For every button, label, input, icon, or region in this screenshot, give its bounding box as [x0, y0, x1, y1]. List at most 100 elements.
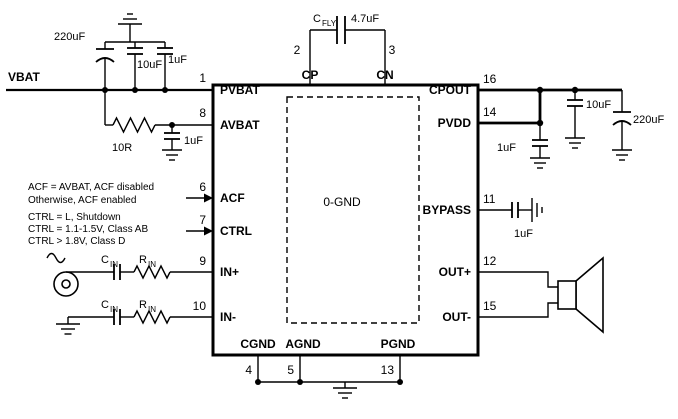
pin-outpos-label: OUT+ — [439, 265, 471, 279]
junction-dot — [536, 86, 544, 94]
vbat-label: VBAT — [8, 70, 40, 84]
ic-inner-label: 0-GND — [323, 195, 361, 209]
pin-labels: PVBAT AVBAT ACF CTRL IN+ IN- CP CN CPOUT… — [220, 68, 472, 351]
cap-value-label: 10uF — [586, 99, 611, 111]
in-neg-ground-icon — [56, 317, 80, 335]
junction-dot — [169, 122, 175, 128]
pin-pgnd-label: PGND — [381, 337, 416, 351]
pin-4-number: 4 — [245, 363, 252, 377]
source-inner-ring — [61, 279, 71, 289]
acf-note: ACF = AVBAT, ACF disabled Otherwise, ACF… — [28, 182, 154, 206]
junction-dot — [297, 379, 303, 385]
capacitor-1uF-vbat: 1uF — [157, 42, 187, 90]
audio-source-icon — [46, 252, 79, 297]
pin-6-number: 6 — [199, 180, 206, 194]
capacitor-220uF-cpout: 220uF — [612, 90, 664, 161]
ctrl-note-line2: CTRL = 1.1-1.5V, Class AB — [28, 224, 148, 235]
acf-note-line2: Otherwise, ACF enabled — [28, 195, 136, 206]
cin-ref-sub: IN — [110, 260, 118, 269]
pin-12-number: 12 — [483, 254, 497, 268]
pin-inneg-label: IN- — [220, 310, 236, 324]
cfly-ref-sub: FLY — [322, 19, 337, 28]
pin-bypass-label: BYPASS — [423, 203, 471, 217]
flying-cap-network: C FLY 4.7uF — [309, 13, 386, 85]
pin-inpos-label: IN+ — [220, 265, 239, 279]
resistor-rin-inpos — [133, 264, 171, 280]
pin-cpout-label: CPOUT — [429, 83, 472, 97]
ctrl-note-line3: CTRL > 1.8V, Class D — [28, 236, 125, 247]
pin-8-number: 8 — [199, 106, 206, 120]
pin-1-number: 1 — [199, 71, 206, 85]
cap-value-label: 1uF — [168, 54, 187, 66]
capacitor-10uF-cpout: 10uF — [565, 90, 611, 149]
pin-11-number: 11 — [483, 192, 496, 206]
junction-dot — [255, 379, 261, 385]
pin-avbat-label: AVBAT — [220, 118, 260, 132]
ic-body — [211, 83, 480, 357]
bottom-ground-net — [257, 355, 401, 399]
junction-dot — [162, 87, 168, 93]
rin-ref-sub: IN — [148, 305, 156, 314]
junction-dot — [102, 87, 108, 93]
cin-ref-label: C — [101, 299, 109, 311]
pin-3-number: 3 — [389, 43, 396, 57]
capacitor-1uF-bypass: 1uF — [478, 198, 543, 240]
acf-arrow-icon — [186, 193, 213, 203]
resistor-10R — [112, 116, 156, 134]
pin-cp-label: CP — [302, 68, 319, 82]
cin-ref-label: C — [101, 254, 109, 266]
cpout-pvdd-rail — [478, 88, 622, 125]
pin-10-number: 10 — [193, 299, 207, 313]
cfly-value-label: 4.7uF — [351, 13, 379, 25]
speaker-cone-icon — [575, 256, 604, 334]
pin-15-number: 15 — [483, 299, 497, 313]
ctrl-arrow-icon — [186, 226, 213, 236]
pin-5-number: 5 — [287, 363, 294, 377]
rin-ref-sub: IN — [148, 260, 156, 269]
resistor-value-label: 10R — [112, 142, 132, 154]
cap-value-label: 1uF — [514, 228, 533, 240]
cap-value-label: 1uF — [497, 142, 516, 154]
in-neg-network: C IN R IN — [68, 299, 213, 325]
ctrl-note: CTRL = L, Shutdown CTRL = 1.1-1.5V, Clas… — [28, 212, 148, 247]
cfly-ref-label: C — [313, 13, 321, 25]
ctrl-note-line1: CTRL = L, Shutdown — [28, 212, 121, 223]
speaker-output — [478, 256, 604, 334]
cap-value-label: 220uF — [54, 31, 85, 43]
pin-acf-label: ACF — [220, 191, 245, 205]
arrow-head — [204, 226, 213, 236]
cap-value-label: 220uF — [633, 114, 664, 126]
avbat-branch: 10R — [104, 90, 213, 154]
junction-dot — [571, 86, 579, 94]
capacitor-220uF-vbat: 220uF — [54, 31, 115, 90]
pin-14-number: 14 — [483, 105, 497, 119]
pin-numbers: 1 8 6 7 9 10 2 3 16 14 11 12 15 4 5 13 — [193, 43, 497, 377]
resistor-rin-inneg — [133, 309, 171, 325]
pin-9-number: 9 — [199, 254, 206, 268]
pin-cn-label: CN — [376, 68, 393, 82]
out-pos-wire — [478, 271, 558, 288]
cin-ref-sub: IN — [110, 305, 118, 314]
pin-outneg-label: OUT- — [442, 310, 471, 324]
capacitor-10uF-vbat: 10uF — [127, 42, 162, 90]
pin-agnd-label: AGND — [285, 337, 321, 351]
pin-13-number: 13 — [381, 363, 395, 377]
junction-dots — [102, 86, 579, 385]
pin-2-number: 2 — [294, 43, 301, 57]
capacitor-1uF-pvdd: 1uF — [497, 123, 550, 169]
pin-pvdd-label: PVDD — [438, 116, 472, 130]
sine-wave-icon — [46, 252, 66, 264]
arrow-head — [204, 193, 213, 203]
speaker-body-icon — [557, 280, 577, 310]
cap-value-label: 1uF — [184, 135, 203, 147]
in-pos-network: C IN R IN — [66, 254, 213, 280]
junction-dot — [536, 119, 544, 127]
pin-pvbat-label: PVBAT — [220, 83, 260, 97]
top-left-ground-icon — [118, 13, 142, 42]
junction-dot — [132, 87, 138, 93]
rin-ref-label: R — [139, 254, 147, 266]
ic-inner-dashed-box — [286, 96, 420, 324]
acf-note-line1: ACF = AVBAT, ACF disabled — [28, 182, 154, 193]
